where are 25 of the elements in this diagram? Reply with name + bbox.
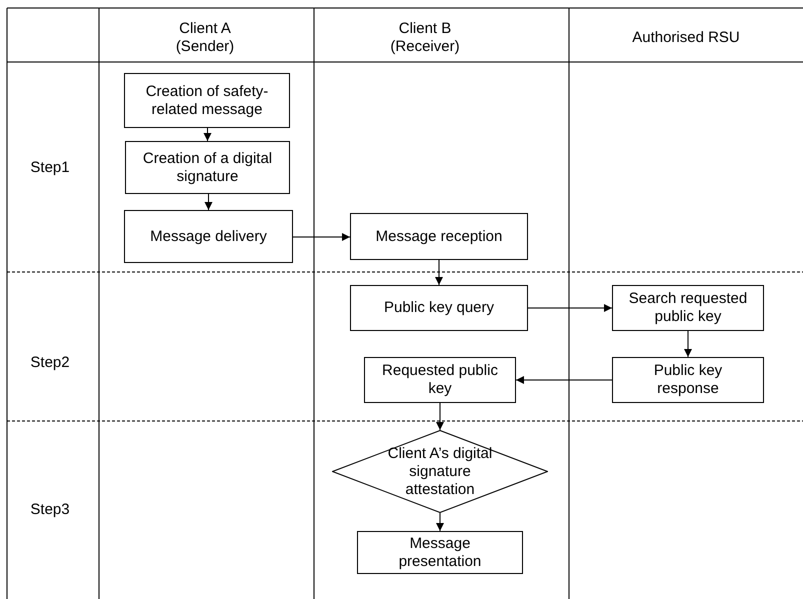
arrow	[684, 330, 692, 358]
arrow	[528, 304, 612, 312]
process-box: Creation of safety-related message	[124, 73, 290, 128]
arrow	[204, 194, 212, 210]
decision-diamond: Client A’s digital signature attestation	[332, 430, 548, 513]
arrow	[435, 260, 443, 286]
arrow	[436, 512, 444, 532]
lane-header: Client B (Receiver)	[389, 20, 461, 56]
process-box: Message presentation	[357, 531, 523, 574]
arrow	[292, 233, 350, 241]
step-label: Step3	[30, 501, 70, 519]
process-box: Requested public key	[364, 357, 516, 403]
process-box: Message reception	[350, 213, 528, 260]
process-box: Public key query	[350, 285, 528, 331]
step-label: Step2	[30, 354, 70, 372]
process-box: Creation of a digital signature	[125, 141, 290, 194]
lane-header: Client A (Sender)	[174, 20, 236, 56]
process-box: Message delivery	[124, 210, 293, 263]
step-label: Step1	[30, 159, 70, 177]
process-box: Public key response	[612, 357, 764, 403]
lane-header: Authorised RSU	[632, 28, 740, 46]
arrow	[436, 402, 444, 430]
process-box: Search requested public key	[612, 285, 764, 331]
arrow	[516, 376, 612, 384]
arrow	[204, 128, 212, 142]
